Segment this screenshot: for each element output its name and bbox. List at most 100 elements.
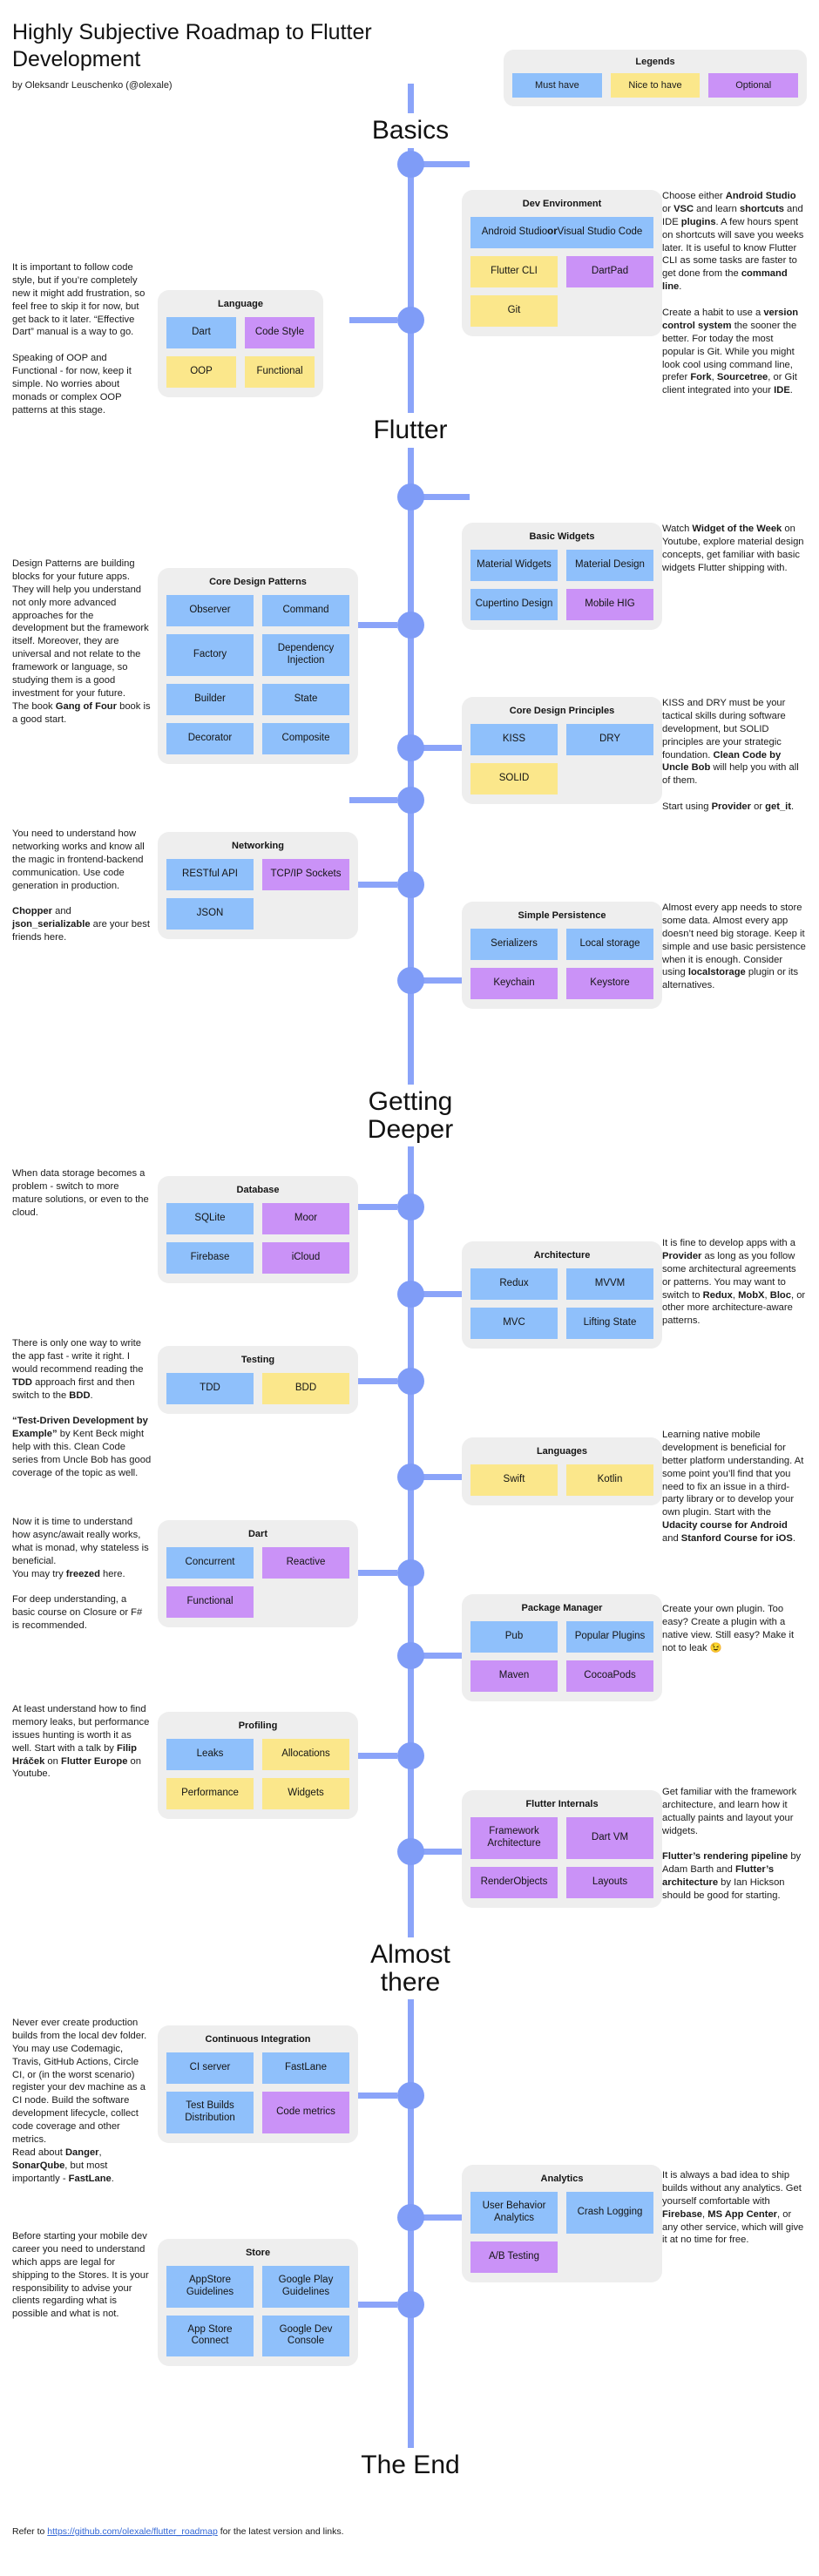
chip-popular-plugins[interactable]: Popular Plugins bbox=[566, 1621, 653, 1653]
chip-dart[interactable]: Dart bbox=[166, 317, 236, 348]
chip-layouts[interactable]: Layouts bbox=[566, 1866, 653, 1898]
chip-material-widgets[interactable]: Material Widgets bbox=[470, 550, 558, 581]
spine-node-14 bbox=[397, 1742, 424, 1769]
chip-leaks[interactable]: Leaks bbox=[166, 1739, 254, 1770]
chip-fastlane[interactable]: FastLane bbox=[262, 2052, 349, 2084]
chip-command[interactable]: Command bbox=[262, 595, 349, 626]
chip-lifting-state[interactable]: Lifting State bbox=[566, 1308, 653, 1339]
chip-google-dev-console[interactable]: Google Dev Console bbox=[262, 2315, 349, 2357]
chip-code-style[interactable]: Code Style bbox=[245, 317, 315, 348]
spine-node-11 bbox=[397, 1464, 424, 1491]
chip-oop[interactable]: OOP bbox=[166, 356, 236, 388]
chip-reactive[interactable]: Reactive bbox=[262, 1547, 349, 1579]
chip-firebase[interactable]: Firebase bbox=[166, 1242, 254, 1274]
chip-cupertino-design[interactable]: Cupertino Design bbox=[470, 589, 558, 620]
chip-git[interactable]: Git bbox=[470, 295, 558, 327]
card-title-core-design-principles: Core Design Principles bbox=[509, 706, 615, 716]
chip-mvvm[interactable]: MVVM bbox=[566, 1268, 653, 1300]
chip-moor[interactable]: Moor bbox=[262, 1203, 349, 1234]
chip-a-b-testing[interactable]: A/B Testing bbox=[470, 2241, 558, 2273]
chip-renderobjects[interactable]: RenderObjects bbox=[470, 1866, 558, 1898]
chip-observer[interactable]: Observer bbox=[166, 595, 254, 626]
chip-solid[interactable]: SOLID bbox=[470, 763, 558, 794]
chip-swift[interactable]: Swift bbox=[470, 1464, 558, 1496]
chip-appstore-guidelines[interactable]: AppStore Guidelines bbox=[166, 2266, 254, 2308]
chip-builder[interactable]: Builder bbox=[166, 683, 254, 715]
chip-app-store-connect[interactable]: App Store Connect bbox=[166, 2315, 254, 2357]
chip-user-behavior-analytics[interactable]: User Behavior Analytics bbox=[470, 2192, 558, 2234]
spine-node-6 bbox=[397, 871, 424, 898]
legends-title: Legends bbox=[635, 57, 675, 67]
title-block: Highly Subjective Roadmap to Flutter Dev… bbox=[12, 19, 378, 91]
card-title-networking: Networking bbox=[232, 841, 284, 851]
chip-state[interactable]: State bbox=[262, 683, 349, 715]
note-testing: There is only one way to write the app f… bbox=[12, 1338, 154, 1478]
chip-bdd[interactable]: BDD bbox=[262, 1373, 349, 1404]
chip-maven[interactable]: Maven bbox=[470, 1660, 558, 1692]
chip-crash-logging[interactable]: Crash Logging bbox=[566, 2192, 653, 2234]
chip-mobile-hig[interactable]: Mobile HIG bbox=[566, 589, 653, 620]
chip-grid: KISS DRY SOLID bbox=[470, 724, 653, 794]
chip-factory[interactable]: Factory bbox=[166, 634, 254, 676]
chip-code-metrics[interactable]: Code metrics bbox=[262, 2092, 349, 2133]
footer-link[interactable]: https://github.com/olexale/flutter_roadm… bbox=[47, 2526, 218, 2537]
chip-dartpad[interactable]: DartPad bbox=[566, 256, 653, 287]
chip-tdd[interactable]: TDD bbox=[166, 1373, 254, 1404]
chip-tcp-ip-sockets[interactable]: TCP/IP Sockets bbox=[262, 859, 349, 890]
chip-concurrent[interactable]: Concurrent bbox=[166, 1547, 254, 1579]
chip-kotlin[interactable]: Kotlin bbox=[566, 1464, 653, 1496]
chip-sqlite[interactable]: SQLite bbox=[166, 1203, 254, 1234]
chip-json[interactable]: JSON bbox=[166, 898, 254, 930]
chip-ci-server[interactable]: CI server bbox=[166, 2052, 254, 2084]
chip-mvc[interactable]: MVC bbox=[470, 1308, 558, 1339]
legend-chip-1: Nice to have bbox=[610, 73, 701, 98]
chip-google-play-guidelines[interactable]: Google Play Guidelines bbox=[262, 2266, 349, 2308]
chip-decorator[interactable]: Decorator bbox=[166, 722, 254, 754]
chip-keychain[interactable]: Keychain bbox=[470, 968, 558, 999]
chip-test-builds-distribution[interactable]: Test Builds Distribution bbox=[166, 2092, 254, 2133]
chip-redux[interactable]: Redux bbox=[470, 1268, 558, 1300]
chip-cocoapods[interactable]: CocoaPods bbox=[566, 1660, 653, 1692]
note-core-design-patterns: Design Patterns are building blocks for … bbox=[12, 558, 153, 725]
card-title-profiling: Profiling bbox=[238, 1721, 278, 1731]
chip-allocations[interactable]: Allocations bbox=[262, 1739, 349, 1770]
chip-icloud[interactable]: iCloud bbox=[262, 1242, 349, 1274]
chip-composite[interactable]: Composite bbox=[262, 722, 349, 754]
footer-suffix: for the latest version and links. bbox=[217, 2526, 344, 2537]
chip-keystore[interactable]: Keystore bbox=[566, 968, 653, 999]
chip-serializers[interactable]: Serializers bbox=[470, 929, 558, 960]
chip-android-studio-or-visual-studio-code[interactable]: Android Studio or Visual Studio Code bbox=[470, 217, 653, 248]
chip-dependency-injection[interactable]: Dependency Injection bbox=[262, 634, 349, 676]
chip-widgets[interactable]: Widgets bbox=[262, 1778, 349, 1809]
chip-kiss[interactable]: KISS bbox=[470, 724, 558, 755]
note-networking: You need to understand how networking wo… bbox=[12, 828, 153, 943]
chip-material-design[interactable]: Material Design bbox=[566, 550, 653, 581]
note-dart: Now it is time to understand how async/a… bbox=[12, 1517, 149, 1632]
spine-connector-4 bbox=[422, 745, 470, 751]
chip-flutter-cli[interactable]: Flutter CLI bbox=[470, 256, 558, 287]
chip-restful-api[interactable]: RESTful API bbox=[166, 859, 254, 890]
chip-functional[interactable]: Functional bbox=[166, 1586, 254, 1618]
chip-dart-vm[interactable]: Dart VM bbox=[566, 1817, 653, 1859]
chip-dry[interactable]: DRY bbox=[566, 724, 653, 755]
chip-pub[interactable]: Pub bbox=[470, 1621, 558, 1653]
chip-framework-architecture[interactable]: Framework Architecture bbox=[470, 1817, 558, 1859]
note-basic-widgets: Watch Widget of the Week on Youtube, exp… bbox=[662, 524, 807, 573]
era-heading-basics: Basics bbox=[267, 113, 554, 148]
spine-connector-18 bbox=[349, 2302, 397, 2308]
chip-local-storage[interactable]: Local storage bbox=[566, 929, 653, 960]
chip-performance[interactable]: Performance bbox=[166, 1778, 254, 1809]
chip-functional[interactable]: Functional bbox=[245, 356, 315, 388]
chip-grid: TDD BDD bbox=[166, 1373, 349, 1404]
